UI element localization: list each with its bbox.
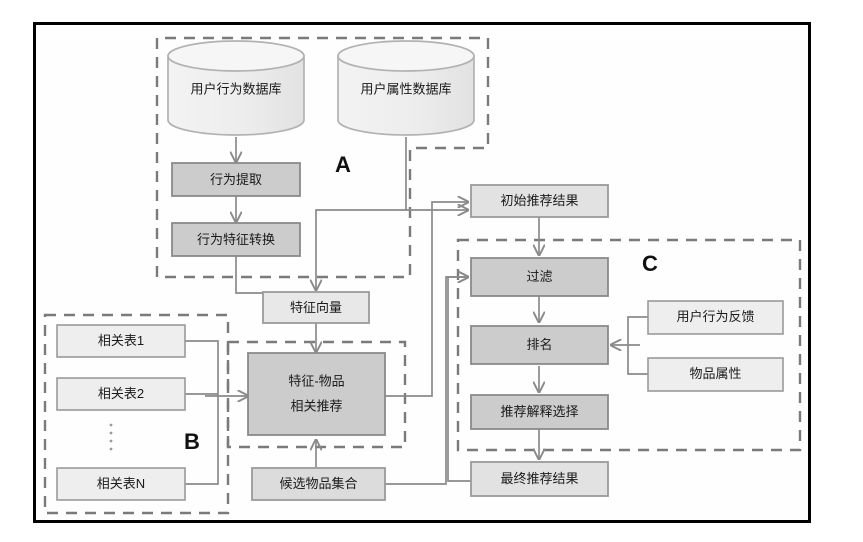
relation-tables-ellipsis [109, 423, 113, 451]
group-a-label: A [335, 152, 351, 177]
node-candidate-item-set-label: 候选物品集合 [279, 476, 357, 491]
node-relation-table-2[interactable]: 相关表2 [56, 377, 186, 411]
node-feature-item-recommendation-label-line2: 相关推荐 [290, 398, 342, 413]
node-feature-vector[interactable]: 特征向量 [262, 291, 370, 324]
connector-table1-bus [185, 340, 219, 396]
node-rank-label: 排名 [526, 337, 552, 352]
group-c-label: C [642, 251, 658, 276]
node-final-reco-result-label: 最终推荐结果 [500, 471, 578, 486]
node-user-attribute-db[interactable]: 用户属性数据库 [337, 40, 475, 136]
node-relation-table-n-label: 相关表N [97, 476, 145, 491]
connector-reco-to-initial-result [385, 202, 468, 397]
node-filter[interactable]: 过滤 [470, 257, 609, 297]
node-user-behavior-feedback-label: 用户行为反馈 [676, 309, 754, 324]
node-candidate-item-set[interactable]: 候选物品集合 [251, 467, 386, 501]
node-relation-table-n[interactable]: 相关表N [56, 467, 186, 501]
connector-tablen-bus [185, 396, 219, 485]
node-user-behavior-feedback[interactable]: 用户行为反馈 [647, 300, 784, 335]
connector-itemattr-bus [627, 345, 648, 375]
node-relation-table-1[interactable]: 相关表1 [56, 324, 186, 358]
node-behavior-extract-label: 行为提取 [210, 172, 262, 187]
node-user-behavior-db[interactable]: 用户行为数据库 [167, 40, 305, 136]
node-filter-label: 过滤 [526, 269, 552, 284]
group-c-boundary [456, 238, 802, 452]
connector-final-loop-to-filter [447, 277, 471, 482]
node-reco-explanation-select-label: 推荐解释选择 [500, 404, 578, 419]
node-behavior-extract[interactable]: 行为提取 [171, 162, 301, 197]
group-a-boundary [155, 36, 490, 279]
node-relation-table-1-label: 相关表1 [98, 333, 144, 348]
node-behavior-feature-transform-label: 行为特征转换 [197, 232, 275, 247]
node-final-reco-result[interactable]: 最终推荐结果 [470, 461, 609, 497]
node-initial-reco-result[interactable]: 初始推荐结果 [470, 184, 609, 218]
node-feature-vector-label: 特征向量 [290, 300, 342, 315]
node-feature-item-recommendation-label-line1: 特征-物品 [288, 373, 344, 388]
node-user-behavior-db-label: 用户行为数据库 [190, 81, 281, 96]
node-initial-reco-result-label: 初始推荐结果 [500, 193, 578, 208]
node-item-attribute[interactable]: 物品属性 [647, 357, 784, 392]
node-reco-explanation-select[interactable]: 推荐解释选择 [470, 394, 609, 430]
group-b-label: B [184, 429, 200, 454]
node-behavior-feature-transform[interactable]: 行为特征转换 [171, 222, 301, 257]
node-item-attribute-label: 物品属性 [689, 366, 741, 381]
node-feature-item-recommendation[interactable]: 特征-物品 相关推荐 [247, 352, 386, 436]
connector-feedback-bus [627, 316, 648, 345]
node-relation-table-2-label: 相关表2 [98, 386, 144, 401]
node-user-attribute-db-label: 用户属性数据库 [360, 81, 451, 96]
node-rank[interactable]: 排名 [470, 325, 609, 365]
connector-attrdb-to-feature-and-initial [316, 137, 407, 290]
connector-transform-to-featurevector [235, 256, 263, 294]
